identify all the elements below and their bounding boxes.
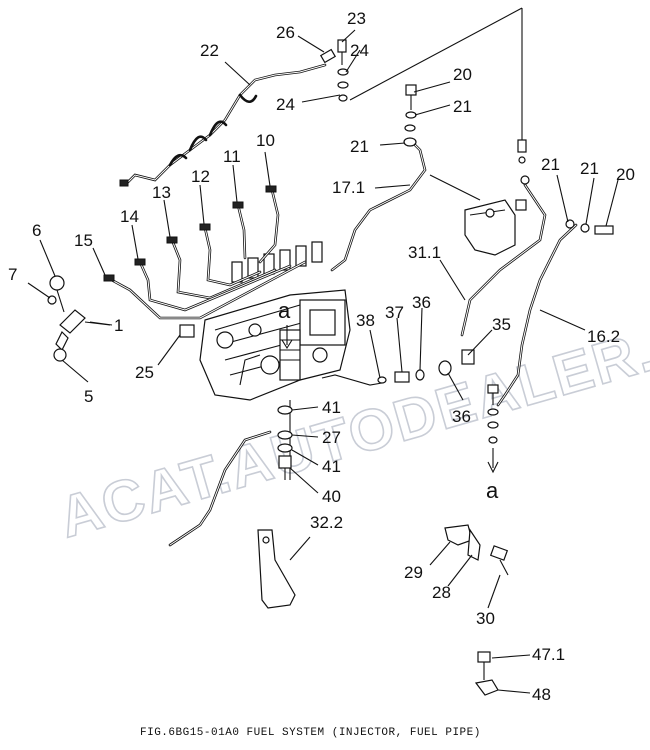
fuel-filter-bracket (429, 174, 516, 256)
callout-41b: 41 (322, 457, 341, 476)
callout-41: 41 (322, 398, 341, 417)
right-fittings (321, 349, 499, 474)
callout-20b: 20 (616, 165, 635, 184)
pipe-41-27 (168, 325, 293, 547)
watermark: ACAT.AUTODEALER.RU (51, 293, 650, 551)
callout-35: 35 (492, 315, 511, 334)
callout-14: 14 (120, 207, 139, 226)
bracket-32-2 (257, 529, 296, 609)
callout-26: 26 (276, 23, 295, 42)
callout-28: 28 (432, 583, 451, 602)
callout-37: 37 (385, 303, 404, 322)
connector-a-right: a (486, 478, 499, 503)
callout-24: 24 (350, 41, 369, 60)
figure-caption: FIG.6BG15-01A0 FUEL SYSTEM (INJECTOR, FU… (140, 727, 481, 739)
callout-labels: 23 26 24 22 24 20 21 21 10 11 12 13 14 1… (8, 9, 635, 704)
callout-21b: 21 (350, 137, 369, 156)
delivery-valves (231, 241, 323, 283)
callout-20: 20 (453, 65, 472, 84)
callout-36b: 36 (452, 407, 471, 426)
leader-lines (39, 29, 619, 694)
callout-30: 30 (476, 609, 495, 628)
injection-pipes (103, 63, 327, 320)
callout-13: 13 (152, 183, 171, 202)
callout-24b: 24 (276, 95, 295, 114)
callout-40: 40 (322, 487, 341, 506)
top-fittings (319, 39, 417, 119)
callout-11: 11 (223, 147, 241, 166)
callout-21: 21 (453, 97, 472, 116)
callout-6: 6 (32, 221, 41, 240)
callout-5: 5 (84, 387, 93, 406)
callout-15: 15 (74, 231, 93, 250)
callout-32-2: 32.2 (310, 513, 343, 532)
callout-21c: 21 (541, 155, 560, 174)
callout-12: 12 (191, 167, 210, 186)
connector-a-pump: a (278, 298, 291, 323)
return-pipe (349, 7, 547, 337)
callout-16-2: 16.2 (587, 327, 620, 346)
callout-38: 38 (356, 311, 375, 330)
clip-25 (179, 324, 195, 338)
callout-27: 27 (322, 428, 341, 447)
injection-pump (199, 241, 351, 401)
callout-22: 22 (200, 41, 219, 60)
callout-47-1: 47.1 (532, 645, 565, 664)
clamps-28-29-30 (444, 524, 509, 576)
callout-29: 29 (404, 563, 423, 582)
callout-21d: 21 (580, 159, 599, 178)
callout-17-1: 17.1 (332, 178, 365, 197)
pipe-17-1 (330, 124, 427, 272)
callout-23: 23 (347, 9, 366, 28)
callout-10: 10 (256, 131, 275, 150)
injector (27, 275, 111, 362)
callout-48: 48 (532, 685, 551, 704)
callout-7: 7 (8, 265, 17, 284)
callout-31-1: 31.1 (408, 243, 441, 262)
callout-25: 25 (135, 363, 154, 382)
pipe-16-2 (496, 219, 614, 407)
callout-1: 1 (114, 316, 123, 335)
watermark-text: ACAT.AUTODEALER.RU (52, 294, 650, 551)
bolt-47-1 (474, 651, 499, 696)
callout-36: 36 (412, 293, 431, 312)
